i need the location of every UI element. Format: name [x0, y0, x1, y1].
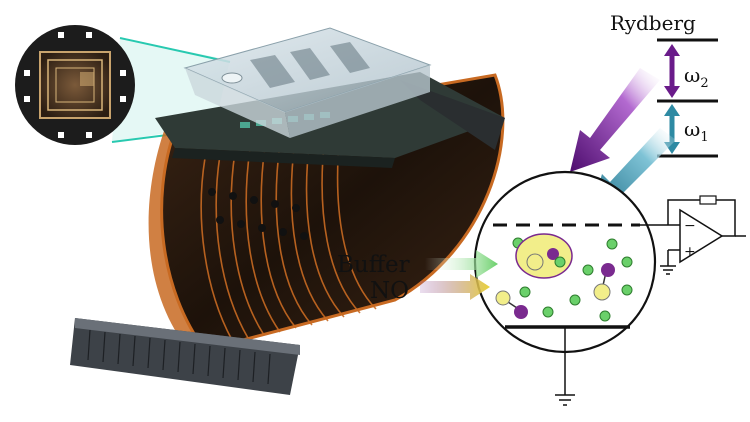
feedback-resistor [699, 195, 717, 205]
no-molecules [495, 263, 615, 319]
omega1-label: ω1 [684, 117, 709, 145]
omega2-transition-arrow [664, 44, 680, 98]
rydberg-complex [515, 233, 573, 279]
buffer-inlet-arrow [425, 250, 498, 278]
opamp-ground-symbol [660, 265, 676, 275]
purple-laser-beam [570, 68, 660, 172]
glass-cell [183, 27, 432, 138]
no-inlet-arrow [420, 274, 490, 300]
no-label: NO [370, 278, 409, 304]
opamp-minus-label: − [684, 218, 696, 234]
device-illustration [15, 25, 505, 395]
vapor-cell [473, 170, 657, 406]
omega2-label: ω2 [684, 63, 709, 91]
ground-symbol [555, 394, 575, 406]
chip-zoom-inset [15, 25, 135, 145]
opamp-readout: − + [640, 195, 746, 275]
ribbon-connector [70, 318, 300, 395]
buffer-label: Buffer [337, 252, 410, 278]
rydberg-label: Rydberg [610, 11, 696, 35]
energy-level-diagram: Rydberg ω2 ω1 [610, 11, 718, 158]
opamp-plus-label: + [684, 244, 696, 260]
buffer-gas-particles [512, 237, 633, 322]
opamp-symbol [679, 208, 724, 264]
gas-inlets: Buffer NO [337, 250, 498, 304]
